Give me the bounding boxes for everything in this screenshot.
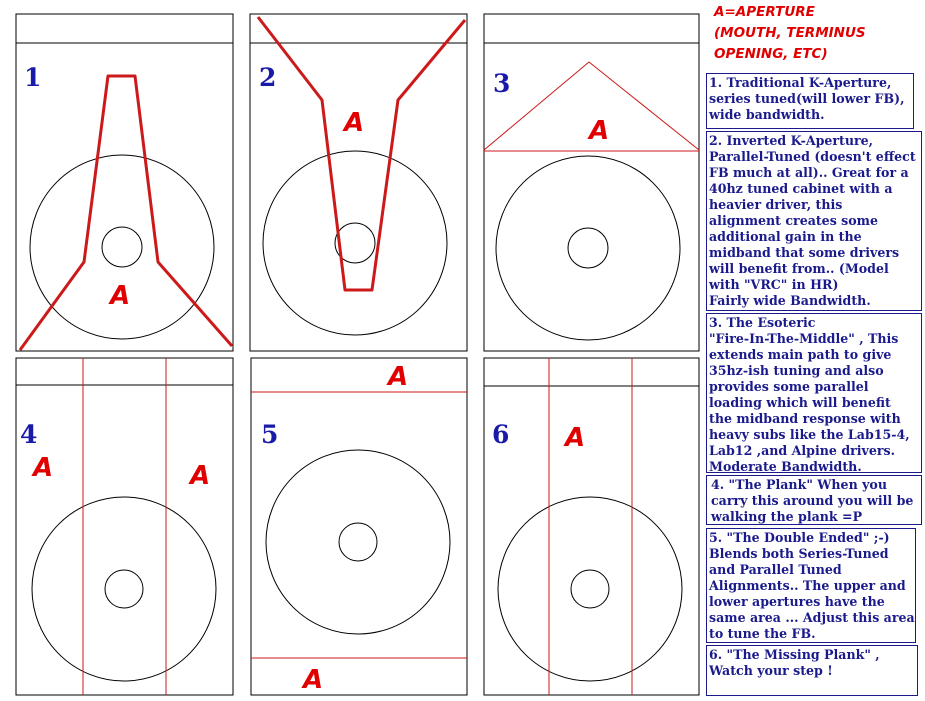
description-line: wide bandwidth. <box>709 107 825 122</box>
panel-6: 6 A <box>483 357 700 696</box>
description-line: with "VRC" in HR) <box>709 277 839 292</box>
legend-column: A=APERTURE (MOUTH, TERMINUS OPENING, ETC… <box>706 0 925 701</box>
panel-4: 4 A A <box>15 357 234 696</box>
legend-header-line: OPENING, ETC) <box>714 46 828 62</box>
description-line: heavy subs like the Lab15-4, <box>709 427 910 442</box>
description-line: and Parallel Tuned <box>709 562 842 577</box>
panel-number: 5 <box>261 420 278 449</box>
panel-2: 2 A <box>249 13 468 352</box>
description-line: 5. "The Double Ended" ;-) <box>709 530 890 545</box>
description-line: 3. The Esoteric <box>709 315 816 330</box>
panel-number: 1 <box>24 63 41 92</box>
description-line: "Fire-In-The-Middle" , This <box>709 331 899 346</box>
description-line: 35hz-ish tuning and also <box>709 363 884 378</box>
description-line: Parallel-Tuned (doesn't effect <box>709 149 916 164</box>
aperture-path <box>256 16 467 292</box>
description-line: alignment creates some <box>709 213 878 228</box>
description-line: Blends both Series-Tuned <box>709 546 889 561</box>
driver-dustcap <box>334 222 376 264</box>
panel-number: 2 <box>259 63 276 92</box>
aperture-label: A <box>587 116 609 146</box>
description-line: provides some parallel <box>709 379 869 394</box>
description-line: same area ... Adjust this area <box>709 610 915 625</box>
description-line: walking the plank =P <box>711 509 863 524</box>
cabinet-outline <box>483 357 700 696</box>
description-3: 3. The Esoteric "Fire-In-The-Middle" , T… <box>706 313 922 473</box>
description-line: loading which will benefit <box>709 395 891 410</box>
description-line: Moderate Bandwidth. <box>709 459 862 473</box>
description-line: to tune the FB. <box>709 626 816 641</box>
description-4: 4. "The Plank" When you carry this aroun… <box>706 475 922 525</box>
description-line: will benefit from.. (Model <box>709 261 889 276</box>
description-line: series tuned(will lower FB), <box>709 91 905 106</box>
legend-header-line: A=APERTURE <box>714 4 815 20</box>
aperture-path <box>18 74 234 351</box>
description-1: 1. Traditional K-Aperture, series tuned(… <box>706 73 914 129</box>
description-line: Watch your step ! <box>709 663 833 678</box>
description-2: 2. Inverted K-Aperture, Parallel-Tuned (… <box>706 131 922 311</box>
panel-5: 5 A A <box>250 357 468 696</box>
legend-header-line: (MOUTH, TERMINUS <box>714 25 866 41</box>
enclosure-diagrams: 1 A 2 A 3 A 4 A A <box>15 13 700 696</box>
aperture-roof <box>483 61 700 151</box>
description-line: 6. "The Missing Plank" , <box>709 647 880 662</box>
description-line: 40hz tuned cabinet with a <box>709 181 893 196</box>
driver-cone <box>31 496 217 682</box>
aperture-label: A <box>108 281 130 311</box>
description-line: additional gain in the <box>709 229 862 244</box>
driver-dustcap <box>567 227 609 269</box>
driver-dustcap <box>570 569 610 609</box>
panel-1: 1 A <box>15 13 234 352</box>
cabinet-outline <box>15 357 234 696</box>
driver-cone <box>265 449 451 635</box>
aperture-label: A <box>31 453 53 483</box>
aperture-label: A <box>342 108 364 138</box>
description-line: extends main path to give <box>709 347 892 362</box>
driver-dustcap <box>338 522 378 562</box>
aperture-label-upper: A <box>386 362 408 392</box>
panel-number: 6 <box>492 420 509 449</box>
aperture-label: A <box>563 423 585 453</box>
description-line: the midband response with <box>709 411 901 426</box>
cabinet-outline <box>249 13 468 352</box>
description-line: heavier driver, this <box>709 197 843 212</box>
description-line: carry this around you will be <box>711 493 914 508</box>
panel-number: 4 <box>20 420 37 449</box>
cabinet-outline <box>250 357 468 696</box>
legend-header: A=APERTURE (MOUTH, TERMINUS OPENING, ETC… <box>714 2 866 65</box>
driver-cone <box>495 155 681 341</box>
cabinet-outline <box>15 13 234 352</box>
panel-number: 3 <box>493 69 510 98</box>
description-line: lower apertures have the <box>709 594 885 609</box>
driver-dustcap <box>104 569 144 609</box>
description-line: 4. "The Plank" When you <box>711 477 887 492</box>
description-6: 6. "The Missing Plank" , Watch your step… <box>706 645 918 696</box>
aperture-label-lower: A <box>301 665 323 695</box>
description-line: Alignments.. The upper and <box>709 578 906 593</box>
panel-3: 3 A <box>483 13 700 352</box>
description-line: 1. Traditional K-Aperture, <box>709 75 892 90</box>
description-line: 2. Inverted K-Aperture, <box>709 133 874 148</box>
aperture-label: A <box>188 461 210 491</box>
driver-cone <box>497 496 683 682</box>
description-line: midband that some drivers <box>709 245 900 260</box>
description-line: FB much at all).. Great for a <box>709 165 909 180</box>
description-line: Lab12 ,and Alpine drivers. <box>709 443 895 458</box>
driver-cone <box>262 150 448 336</box>
driver-dustcap <box>101 226 143 268</box>
driver-cone <box>29 154 215 340</box>
description-line: Fairly wide Bandwidth. <box>709 293 871 308</box>
description-5: 5. "The Double Ended" ;-) Blends both Se… <box>706 528 916 643</box>
cabinet-outline <box>483 13 700 352</box>
